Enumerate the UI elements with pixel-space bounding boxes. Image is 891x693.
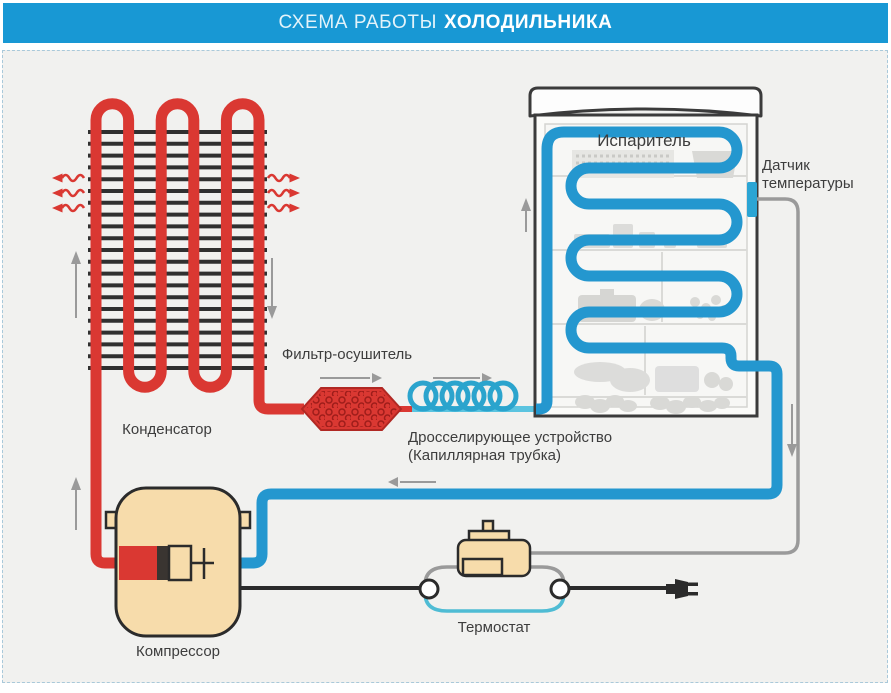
flow-arrow-icon	[388, 477, 436, 487]
plug-icon	[666, 579, 698, 599]
title-bar: СХЕМА РАБОТЫ ХОЛОДИЛЬНИКА	[3, 3, 888, 43]
capillary-coil	[407, 380, 519, 412]
heat-wave-arrow-icon	[266, 202, 302, 214]
page-title: СХЕМА РАБОТЫ	[278, 12, 438, 33]
condenser-label: Конденсатор	[122, 421, 212, 438]
compressor-label: Компрессор	[135, 643, 221, 660]
piston-icon	[119, 544, 214, 582]
heat-wave-arrow-icon	[50, 202, 86, 214]
thermostat-loop-bottom	[423, 589, 566, 613]
throttle-label-line2: (Капиллярная трубка)	[408, 447, 561, 464]
flow-arrow-icon	[521, 198, 531, 232]
flow-arrow-icon	[787, 404, 797, 457]
flow-arrow-icon	[320, 373, 382, 383]
hot-pipe-condenser	[90, 98, 304, 569]
compressor	[104, 486, 252, 638]
sensor-wire	[528, 197, 800, 555]
thermostat-contact-right	[549, 578, 571, 600]
fridge-crown	[528, 86, 763, 118]
evaporator-label: Испаритель	[597, 131, 691, 150]
flow-arrow-icon	[267, 258, 277, 319]
heat-wave-arrow-icon	[50, 187, 86, 199]
condenser-fins	[88, 130, 267, 370]
heat-wave-arrow-icon	[266, 187, 302, 199]
flow-arrow-icon	[71, 251, 81, 318]
throttle-label-line1: Дросселирующее устройство	[408, 429, 613, 446]
thermostat-label: Термостат	[457, 619, 531, 636]
thermostat	[418, 519, 571, 613]
temperature-sensor	[747, 182, 757, 217]
page-title-emphasis: ХОЛОДИЛЬНИКА	[444, 12, 613, 33]
thermostat-contact-left	[418, 578, 440, 600]
flow-direction-arrows	[71, 198, 797, 530]
flow-arrow-icon	[433, 373, 492, 383]
heat-wave-arrow-icon	[50, 172, 86, 184]
temp-sensor-label-line2: температуры	[762, 175, 854, 192]
filter-drier	[300, 387, 414, 431]
filter-drier-label: Фильтр-осушитель	[281, 346, 413, 363]
heat-wave-arrow-icon	[266, 172, 302, 184]
flow-arrow-icon	[71, 477, 81, 530]
cold-pipe-evaporator	[241, 126, 783, 569]
temp-sensor-label-line1: Датчик	[762, 157, 810, 174]
